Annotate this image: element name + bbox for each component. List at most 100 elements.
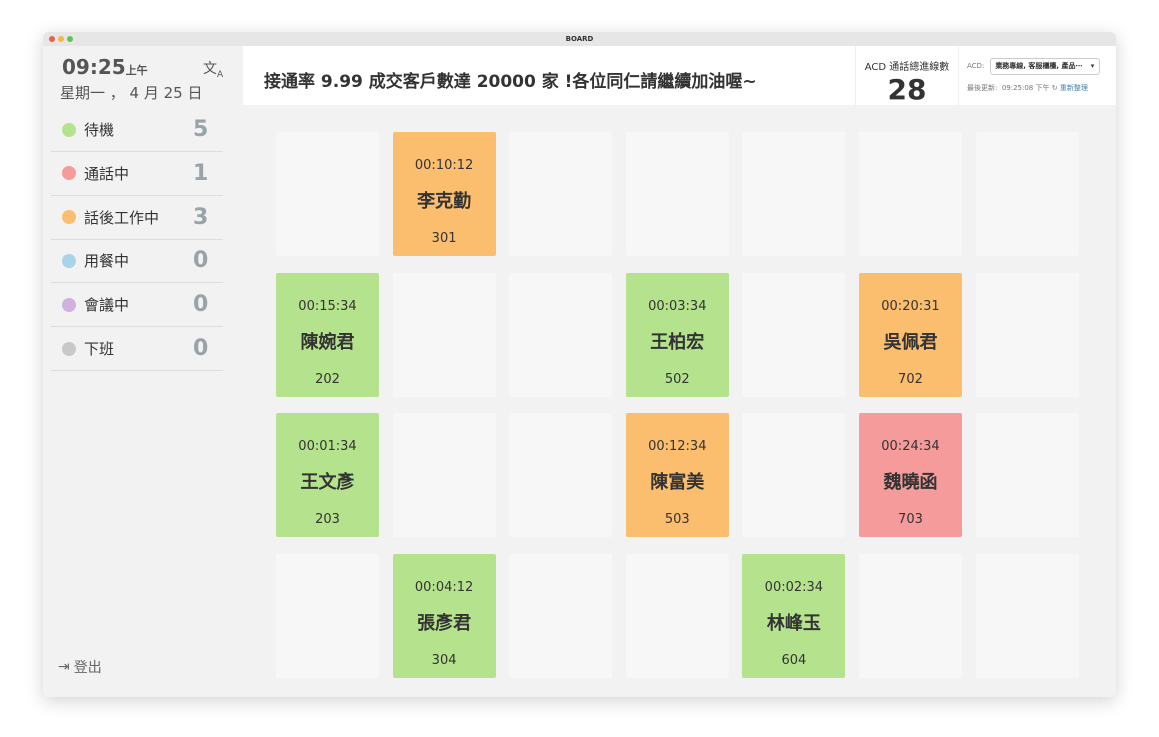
updated-label: 最後更新: xyxy=(967,84,998,92)
empty-seat xyxy=(858,553,962,678)
logout-label: 登出 xyxy=(73,660,102,676)
empty-seat xyxy=(975,413,1079,537)
status-label: 通話中 xyxy=(84,164,130,183)
agent-timer: 00:10:12 xyxy=(414,158,474,173)
status-count: 1 xyxy=(193,160,209,186)
empty-seat xyxy=(392,272,496,397)
agent-timer: 00:04:12 xyxy=(414,579,474,595)
agent-extension: 702 xyxy=(898,371,923,387)
agent-card[interactable]: 00:03:34 王柏宏 502 xyxy=(625,272,729,397)
agent-extension: 502 xyxy=(664,371,690,387)
empty-seat xyxy=(509,132,613,256)
header: 接通率 9.99 成交客戶數達 20000 家 !各位同仁請繼續加油喔~ ACD… xyxy=(243,46,1116,106)
acd-count: 28 xyxy=(887,73,927,106)
agent-name: 張彥君 xyxy=(417,612,472,634)
refresh-link[interactable]: 重新整理 xyxy=(1059,84,1088,92)
empty-seat xyxy=(276,132,379,256)
agent-card[interactable]: 00:04:12 張彥君 304 xyxy=(392,553,496,678)
empty-seat xyxy=(975,132,1079,256)
agent-name: 林峰玉 xyxy=(766,612,821,634)
agent-extension: 703 xyxy=(898,512,923,527)
acd-select-value: 業務專線, 客服櫃檯, 產品⋯ xyxy=(995,62,1083,70)
agent-extension: 503 xyxy=(664,512,690,527)
agent-card[interactable]: 00:10:12 李克勤 301 xyxy=(392,132,496,256)
status-count: 0 xyxy=(193,336,209,361)
status-row[interactable]: 下班 0 xyxy=(51,327,223,371)
status-row[interactable]: 通話中 1 xyxy=(51,152,223,196)
agent-name: 王柏宏 xyxy=(650,331,705,353)
empty-seat xyxy=(509,413,613,537)
agent-timer: 00:15:34 xyxy=(298,298,357,314)
chevron-down-icon: ▾ xyxy=(1090,62,1095,70)
empty-seat xyxy=(276,553,379,678)
agent-card[interactable]: 00:02:34 林峰玉 604 xyxy=(742,553,846,678)
agent-extension: 304 xyxy=(431,652,457,668)
clock: 09:25上午 xyxy=(62,55,148,79)
agent-name: 吳佩君 xyxy=(883,331,938,353)
status-label: 用餐中 xyxy=(84,252,130,271)
clock-time: 09:25 xyxy=(62,55,126,79)
agent-timer: 00:01:34 xyxy=(298,439,357,454)
agent-extension: 202 xyxy=(315,371,340,387)
clock-ampm: 上午 xyxy=(125,64,148,77)
status-dot xyxy=(62,166,76,181)
agent-card[interactable]: 00:15:34 陳婉君 202 xyxy=(276,272,379,397)
status-dot xyxy=(62,122,76,137)
empty-seat xyxy=(975,553,1079,678)
maximize-button[interactable] xyxy=(67,36,73,42)
status-row[interactable]: 話後工作中 3 xyxy=(51,196,223,240)
minimize-button[interactable] xyxy=(58,36,64,42)
agent-card[interactable]: 00:24:34 魏曉函 703 xyxy=(858,413,962,537)
agent-timer: 00:03:34 xyxy=(648,298,707,314)
agent-name: 李克勤 xyxy=(417,191,472,212)
status-label: 下班 xyxy=(84,340,115,358)
marquee-message: 接通率 9.99 成交客戶數達 20000 家 !各位同仁請繼續加油喔~ xyxy=(264,72,757,92)
agent-extension: 604 xyxy=(781,652,807,668)
empty-seat xyxy=(975,272,1079,397)
empty-seat xyxy=(625,553,729,678)
status-row[interactable]: 待機 5 xyxy=(51,108,223,152)
agent-name: 王文彥 xyxy=(300,472,355,493)
agent-extension: 301 xyxy=(431,231,457,246)
acd-controls: ACD:業務專線, 客服櫃檯, 產品⋯ ▾ 最後更新: 09:25:08 下午 … xyxy=(967,58,1101,93)
window-title: BOARD xyxy=(565,35,594,43)
sidebar: 09:25上午 文A 星期一 ， 4 月 25 日 待機 5 通話中 1 話後工作中 3 用… xyxy=(43,46,243,697)
status-count: 0 xyxy=(193,292,209,318)
status-dot xyxy=(62,297,76,312)
status-row[interactable]: 會議中 0 xyxy=(51,283,223,328)
status-label: 話後工作中 xyxy=(84,208,160,227)
status-label: 待機 xyxy=(84,121,115,139)
acd-title: ACD 通話總進線數 xyxy=(864,62,950,73)
acd-select[interactable]: 業務專線, 客服櫃檯, 產品⋯ ▾ xyxy=(990,58,1101,75)
status-dot xyxy=(62,210,76,225)
agent-name: 陳婉君 xyxy=(300,331,355,353)
agent-timer: 00:02:34 xyxy=(764,579,824,595)
logout-button[interactable]: ⇥登出 xyxy=(58,657,102,677)
status-count: 3 xyxy=(193,204,209,230)
acd-label: ACD: xyxy=(967,62,985,70)
translate-icon[interactable]: 文A xyxy=(203,61,224,80)
empty-seat xyxy=(625,132,729,256)
agent-timer: 00:24:34 xyxy=(881,439,940,454)
status-count: 5 xyxy=(193,117,209,142)
app-window: BOARD 09:25上午 文A 星期一 ， 4 月 25 日 待機 5 通話中 1 話… xyxy=(43,32,1116,697)
empty-seat xyxy=(858,132,962,256)
agent-card[interactable]: 00:01:34 王文彥 203 xyxy=(276,413,379,537)
agent-extension: 203 xyxy=(315,512,340,527)
refresh-icon[interactable]: ↻ xyxy=(1051,84,1058,92)
status-row[interactable]: 用餐中 0 xyxy=(51,239,223,284)
updated-time: 09:25:08 下午 xyxy=(1001,84,1050,92)
status-label: 會議中 xyxy=(84,296,130,315)
empty-seat xyxy=(742,272,846,397)
date: 星期一 ， 4 月 25 日 xyxy=(60,84,203,102)
title-bar: BOARD xyxy=(43,32,1116,46)
agent-timer: 00:12:34 xyxy=(648,439,707,454)
status-dot xyxy=(62,253,76,268)
agent-grid: 00:10:12 李克勤 301 00:15:34 陳婉君 202 00:03:34 王柏宏 5… xyxy=(276,132,1079,678)
logout-icon: ⇥ xyxy=(58,659,70,675)
agent-name: 魏曉函 xyxy=(883,472,938,493)
close-button[interactable] xyxy=(49,36,55,42)
status-count: 0 xyxy=(193,248,209,274)
